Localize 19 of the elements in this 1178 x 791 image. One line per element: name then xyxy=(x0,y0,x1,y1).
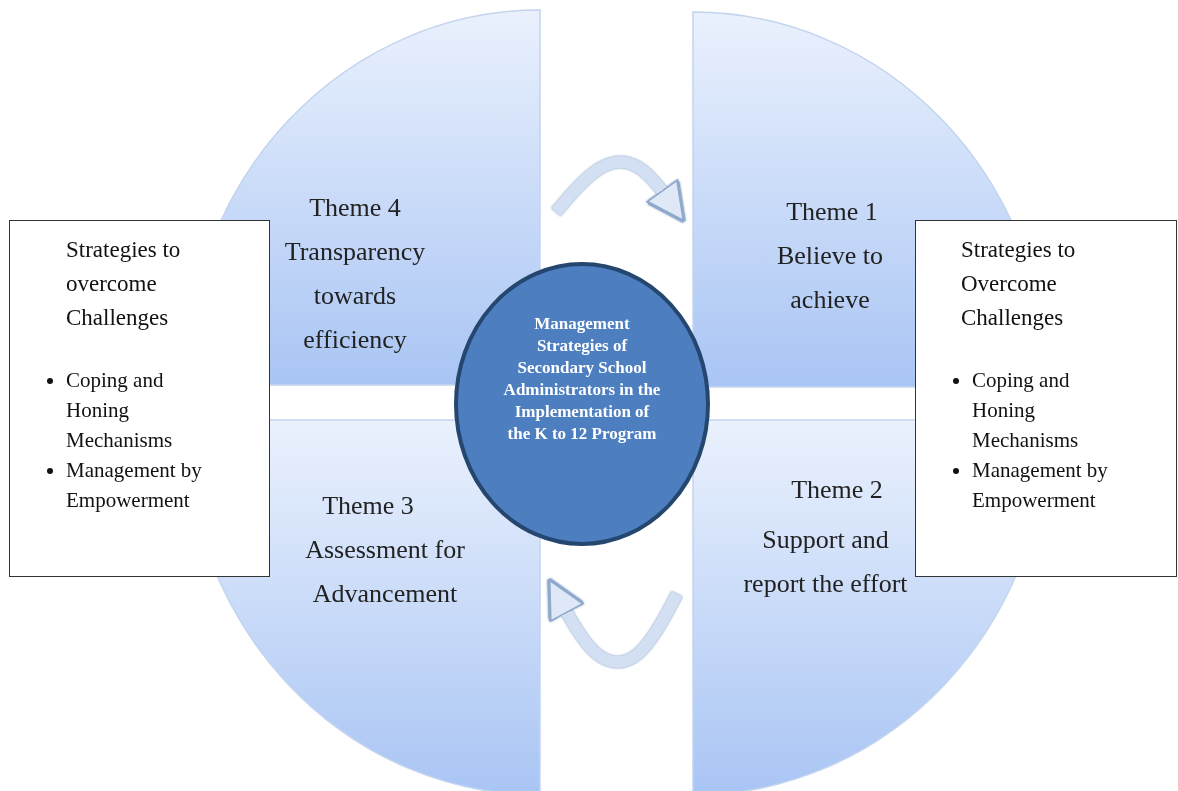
box-heading: Strategies to Overcome Challenges xyxy=(961,236,1077,332)
curved-arrow xyxy=(547,577,683,669)
theme-description: Assessment for Advancement xyxy=(304,534,466,610)
bullet-item: Management by Empowerment xyxy=(972,457,1109,514)
theme-description: Support and report the effort xyxy=(742,524,909,600)
box-heading: Strategies to overcome Challenges xyxy=(66,236,182,332)
theme-description: Believe to achieve xyxy=(775,240,885,316)
theme-heading: Theme 1 xyxy=(785,196,879,228)
theme-heading: Theme 4 xyxy=(308,192,402,224)
theme-heading: Theme 3 xyxy=(321,490,415,522)
strategies-box xyxy=(915,220,1177,577)
bullet-item: Management by Empowerment xyxy=(66,457,203,514)
center-title: Management Strategies of Secondary School Administrators in the Implementation of the K to 12 Program xyxy=(503,313,661,445)
theme-heading: Theme 2 xyxy=(790,474,884,506)
strategies-box xyxy=(9,220,270,577)
curved-arrow xyxy=(551,156,686,224)
bullet-item: Coping and Honing Mechanisms xyxy=(66,367,174,454)
theme-description: Transparency towards efficiency xyxy=(283,236,427,356)
bullet-item: Coping and Honing Mechanisms xyxy=(972,367,1080,454)
